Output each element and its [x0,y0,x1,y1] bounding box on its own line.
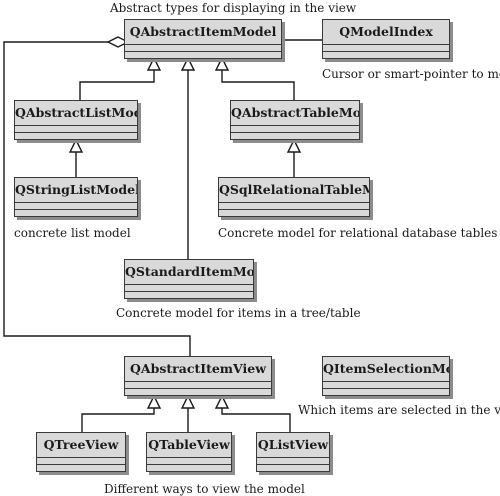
class-name: QAbstractItemView [130,361,266,376]
class-attributes-section [125,284,253,291]
inheritance-triangle [146,394,162,409]
list-view-inheritance-line [221,408,291,432]
class-attributes-section [257,457,329,464]
inheritance-triangle [214,394,230,409]
class-qmodelindex: QModelIndex [322,19,450,59]
inheritance-triangle [180,56,196,71]
note-concrete-list: concrete list model [14,226,131,240]
inheritance-triangle [68,138,84,153]
class-attributes-section [15,202,137,209]
inheritance-triangle [286,138,302,153]
class-qstandarditemmodel: QStandardItemModel [124,259,254,299]
tree-view-inheritance-line [81,408,155,432]
note-selected-items: Which items are selected in the view [298,403,500,417]
class-name: QModelIndex [339,24,433,39]
class-qsqlrelationaltablemodel: QSqlRelationalTableModel [218,177,370,217]
class-name: QAbstractListModel [15,105,137,120]
class-attributes-section [323,44,449,51]
note-abstract-types: Abstract types for displaying in the vie… [110,1,357,15]
class-attributes-section [231,125,359,132]
class-methods-section [125,388,271,397]
class-qtableview: QTableView [146,432,232,472]
class-methods-section [125,291,253,300]
class-name: QStringListModel [15,182,137,197]
class-attributes-section [125,44,281,51]
note-concrete-relational: Concrete model for relational database t… [218,226,498,240]
class-attributes-section [37,457,125,464]
note-concrete-tree-table: Concrete model for items in a tree/table [116,306,361,320]
class-methods-section [147,464,231,473]
class-name: QAbstractTableModel [231,105,359,120]
class-methods-section [219,209,369,218]
class-name: QStandardItemModel [125,264,253,279]
class-qitemselectionmodel: QItemSelectionModel [322,356,450,396]
note-cursor: Cursor or smart-pointer to model [322,67,500,81]
class-qtreeview: QTreeView [36,432,126,472]
class-methods-section [125,51,281,60]
class-attributes-section [15,125,137,132]
table-model-inheritance-line [221,70,295,100]
class-attributes-section [125,381,271,388]
inheritance-triangle [146,56,162,71]
inheritance-triangle [180,394,196,409]
class-attributes-section [219,202,369,209]
class-methods-section [37,464,125,473]
class-qabstractitemmodel: QAbstractItemModel [124,19,282,59]
class-qabstracttablemodel: QAbstractTableModel [230,100,360,140]
class-name: QListView [257,437,329,452]
view-model-aggregation-line [3,41,191,358]
class-methods-section [323,51,449,60]
class-methods-section [231,132,359,141]
class-qlistview: QListView [256,432,330,472]
class-attributes-section [323,381,449,388]
class-name: QSqlRelationalTableModel [219,182,369,197]
class-methods-section [15,132,137,141]
class-name: QAbstractItemModel [129,24,277,39]
class-name: QTableView [148,437,230,452]
note-different-ways: Different ways to view the model [104,482,305,496]
class-name: QTreeView [43,437,119,452]
class-methods-section [15,209,137,218]
class-methods-section [257,464,329,473]
list-model-inheritance-line [79,70,155,100]
class-qabstractitemview: QAbstractItemView [124,356,272,396]
class-attributes-section [147,457,231,464]
inheritance-triangle [214,56,230,71]
class-name: QItemSelectionModel [323,361,449,376]
class-methods-section [323,388,449,397]
class-qstringlistmodel: QStringListModel [14,177,138,217]
class-qabstractlistmodel: QAbstractListModel [14,100,138,140]
